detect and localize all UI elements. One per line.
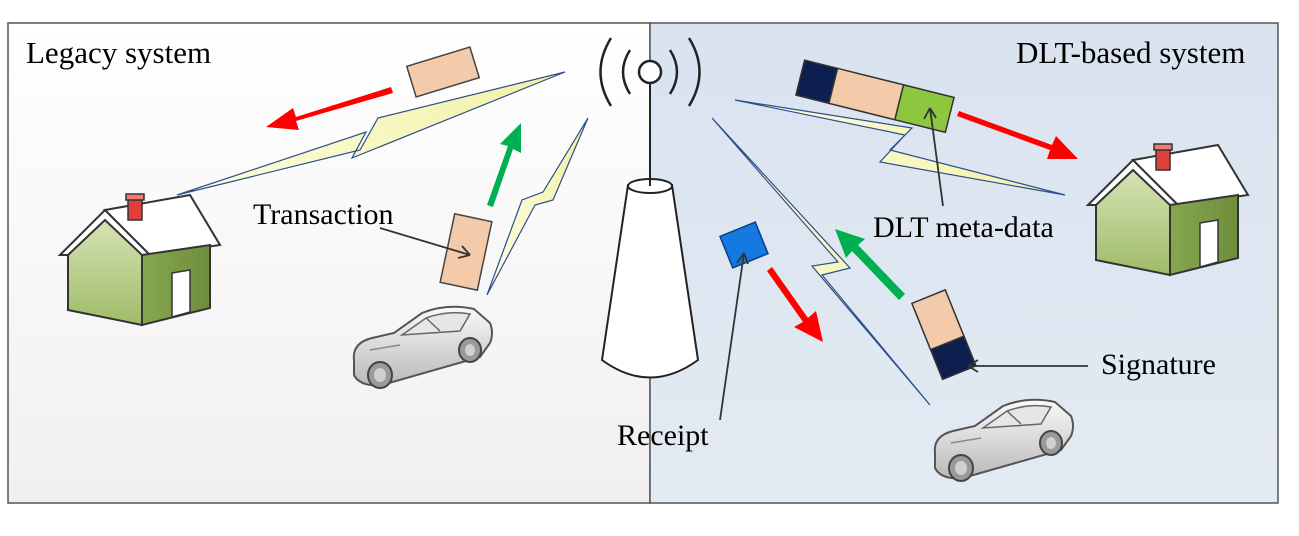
cell-tower-icon <box>599 37 701 379</box>
lightning-link-icon <box>176 71 1066 406</box>
dlt-system-title: DLT-based system <box>1016 35 1246 70</box>
red-arrows <box>266 87 1078 342</box>
legacy-system-title: Legacy system <box>26 35 212 70</box>
dlt-transaction-block <box>794 59 955 134</box>
green-arrows <box>487 123 905 300</box>
receipt-block <box>719 221 769 269</box>
dlt-meta-data-label: DLT meta-data <box>873 211 1054 244</box>
signature-label: Signature <box>1101 348 1216 381</box>
transaction-block-sent <box>405 46 481 98</box>
signed-transaction-block <box>910 288 977 381</box>
transaction-label: Transaction <box>253 198 394 231</box>
callout-lines <box>379 107 1088 421</box>
receipt-label: Receipt <box>617 419 709 452</box>
